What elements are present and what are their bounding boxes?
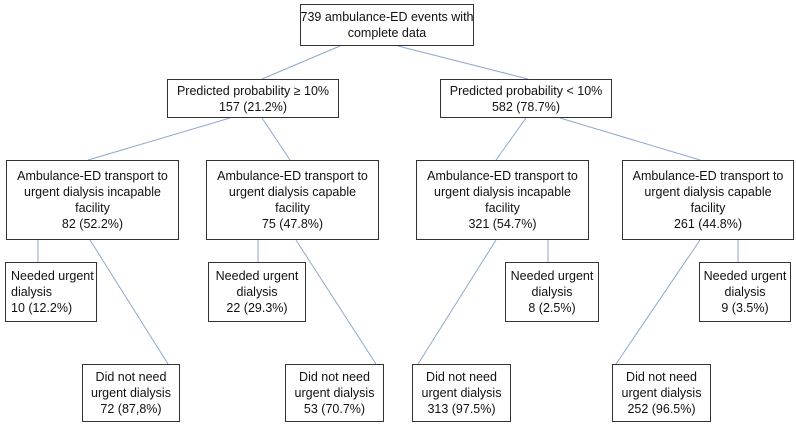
edge-hcap-not	[295, 239, 377, 365]
edge-high-hcap	[261, 117, 291, 161]
node-low-capable-needed: Needed urgent dialysis 9 (3.5%)	[699, 262, 791, 322]
node-high-incapable-needed: Needed urgent dialysis 10 (12.2%)	[5, 262, 97, 322]
node-low-probability: Predicted probability < 10% 582 (78.7%)	[440, 79, 612, 118]
node-high-incapable-facility: Ambulance-ED transport to urgent dialysi…	[6, 160, 179, 240]
node-high-capable-needed: Needed urgent dialysis 22 (29.3%)	[208, 262, 306, 322]
edge-lincap-not	[417, 239, 497, 365]
node-low-incapable-needed: Needed urgent dialysis 8 (2.5%)	[505, 262, 599, 322]
node-high-probability: Predicted probability ≥ 10% 157 (21.2%)	[167, 79, 339, 118]
edge-lcap-not	[615, 239, 701, 365]
node-low-capable-facility: Ambulance-ED transport to urgent dialysi…	[622, 160, 794, 240]
node-low-capable-not-needed: Did not need urgent dialysis 252 (96.5%)	[612, 364, 711, 422]
node-root: 739 ambulance-ED events with complete da…	[300, 4, 474, 46]
node-high-capable-facility: Ambulance-ED transport to urgent dialysi…	[206, 160, 379, 240]
edge-hincap-not	[89, 239, 169, 365]
node-low-incapable-facility: Ambulance-ED transport to urgent dialysi…	[416, 160, 589, 240]
node-high-capable-not-needed: Did not need urgent dialysis 53 (70.7%)	[285, 364, 384, 422]
node-high-incapable-not-needed: Did not need urgent dialysis 72 (87,8%)	[82, 364, 180, 422]
edge-root-low	[397, 45, 529, 80]
node-low-incapable-not-needed: Did not need urgent dialysis 313 (97.5%)	[412, 364, 511, 422]
edge-low-lcap	[559, 117, 701, 161]
edge-root-high	[261, 45, 341, 80]
edge-low-lincap	[495, 117, 527, 161]
edge-high-hincap	[87, 117, 231, 161]
